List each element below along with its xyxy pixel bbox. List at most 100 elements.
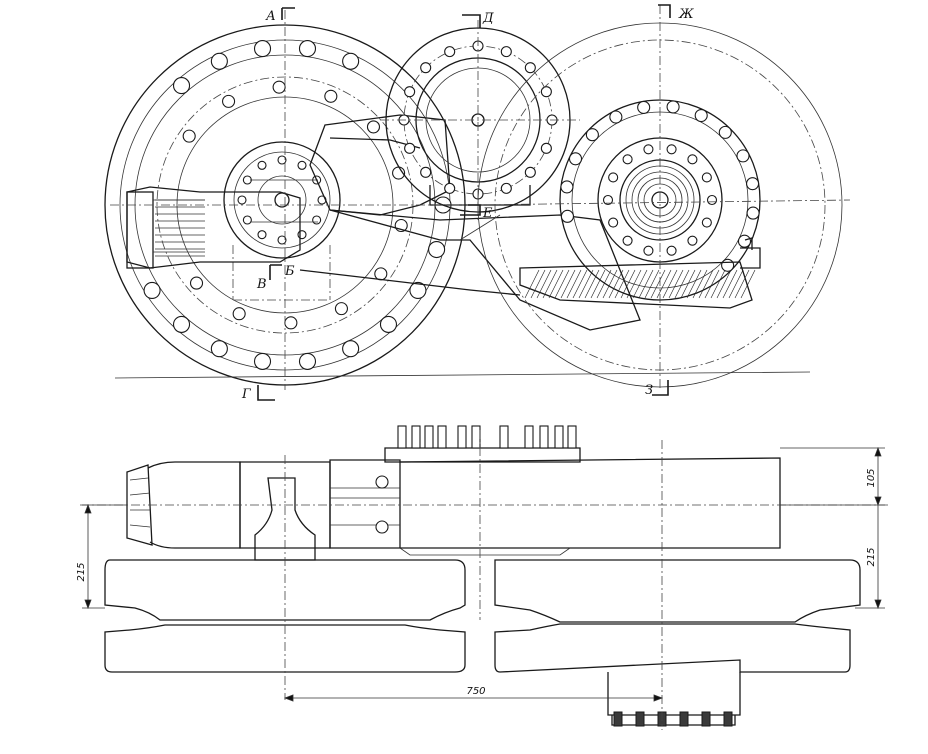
side-shaft-housing xyxy=(239,459,401,561)
hatch-line xyxy=(620,269,636,299)
side-gearbox xyxy=(384,425,781,556)
dimension-right-height: 215 xyxy=(866,547,877,566)
section-mark-g: Г xyxy=(241,387,251,402)
bolt-hole xyxy=(272,80,286,94)
hatch-line xyxy=(590,269,606,299)
dimensions: 105 215 215 750 xyxy=(76,446,885,702)
bolt-hole xyxy=(253,352,272,370)
hatch-line xyxy=(734,269,750,299)
bolt-hole xyxy=(334,302,348,316)
bolt-hole xyxy=(210,52,228,70)
section-mark-v: В xyxy=(256,277,267,292)
stud xyxy=(437,425,447,449)
bolt-hole xyxy=(694,108,708,123)
bolt-hole xyxy=(585,128,599,142)
bolt-hole xyxy=(736,149,750,163)
hatch-line xyxy=(680,269,696,299)
hatch-line xyxy=(572,269,588,299)
bolt-hole xyxy=(622,154,633,165)
hatch-line xyxy=(740,269,756,299)
hatch-line xyxy=(608,269,624,299)
bolt-hole xyxy=(312,215,322,225)
bolt-hole xyxy=(428,240,446,259)
right-inner-bolts xyxy=(602,144,718,256)
top-view: А Д Ж Е Б В Г З xyxy=(104,4,851,402)
top-centerlines xyxy=(110,5,851,390)
hatch-line xyxy=(524,269,540,299)
section-mark-a: А xyxy=(265,9,276,24)
hatch-line xyxy=(584,269,600,299)
bolt-hole xyxy=(524,166,536,178)
bolt-hole xyxy=(718,125,732,139)
dimension-bottom-width: 750 xyxy=(466,686,485,697)
bolt-hole xyxy=(560,209,574,223)
bolt-hole xyxy=(298,352,317,370)
hatch-line xyxy=(554,269,570,299)
bolt-hole xyxy=(643,144,654,155)
bolt-hole xyxy=(172,315,191,333)
hub-bolts xyxy=(237,155,327,245)
bolt-hole xyxy=(524,62,536,74)
hatch-line xyxy=(650,269,666,299)
hatch-line xyxy=(548,269,564,299)
stud xyxy=(524,425,534,449)
hatch-line xyxy=(692,269,708,299)
hatch-line xyxy=(716,269,732,299)
bolt-hole xyxy=(609,110,623,124)
hatch-line xyxy=(686,269,702,299)
section-mark-d: Д xyxy=(482,11,494,26)
bolt-hole xyxy=(444,182,456,194)
bolt-hole xyxy=(404,142,416,154)
stud xyxy=(554,425,564,449)
bolt-hole xyxy=(277,235,287,245)
stud xyxy=(567,425,577,449)
connecting-housing xyxy=(299,114,641,331)
bolt-hole xyxy=(297,160,307,170)
stud xyxy=(635,711,645,727)
bolt-hole xyxy=(172,77,191,95)
left-middle-bolts xyxy=(182,80,408,330)
stud xyxy=(424,425,434,449)
bottom-studs xyxy=(613,711,733,727)
hatch-line xyxy=(614,269,630,299)
bolt-hole xyxy=(342,340,360,358)
bolt-hole xyxy=(253,40,272,58)
hatch-line xyxy=(674,269,690,299)
hatch-line xyxy=(632,269,648,299)
hatch-line xyxy=(662,269,678,299)
dimension-left-height: 215 xyxy=(76,562,87,581)
bolt-hole xyxy=(602,194,614,206)
stud xyxy=(411,425,421,449)
section-mark-b: Б xyxy=(284,264,295,279)
bolt-hole xyxy=(420,62,432,74)
stud xyxy=(539,425,549,449)
side-bottom-hub xyxy=(607,672,741,727)
bolt-hole xyxy=(737,234,752,248)
bolt-hole xyxy=(277,155,287,165)
bolt-hole xyxy=(540,142,552,154)
bolt-hole xyxy=(500,46,512,58)
bolt-hole xyxy=(444,46,456,58)
bolt-hole xyxy=(379,315,398,333)
hatch-line xyxy=(542,269,558,299)
stud xyxy=(499,425,509,449)
bolt-hole xyxy=(242,215,252,225)
side-centerlines xyxy=(80,430,890,730)
bolt-hole xyxy=(643,245,654,256)
bolt-hole xyxy=(210,340,228,358)
hatch-line xyxy=(656,269,672,299)
left-outer-bolt-holes xyxy=(143,40,452,370)
stud xyxy=(723,711,733,727)
hatch-line xyxy=(644,269,660,299)
stud xyxy=(679,711,689,727)
bolt-hole xyxy=(232,307,246,321)
hatch-line xyxy=(626,269,642,299)
bolt-hole xyxy=(324,89,338,103)
gearbox-studs xyxy=(397,425,577,449)
bolt-hole xyxy=(342,52,360,70)
bolt-hole xyxy=(687,154,698,165)
bolt-hole xyxy=(500,182,512,194)
bolt-hole xyxy=(608,172,619,183)
stud xyxy=(397,425,407,449)
section-mark-zh: Ж xyxy=(678,7,694,22)
